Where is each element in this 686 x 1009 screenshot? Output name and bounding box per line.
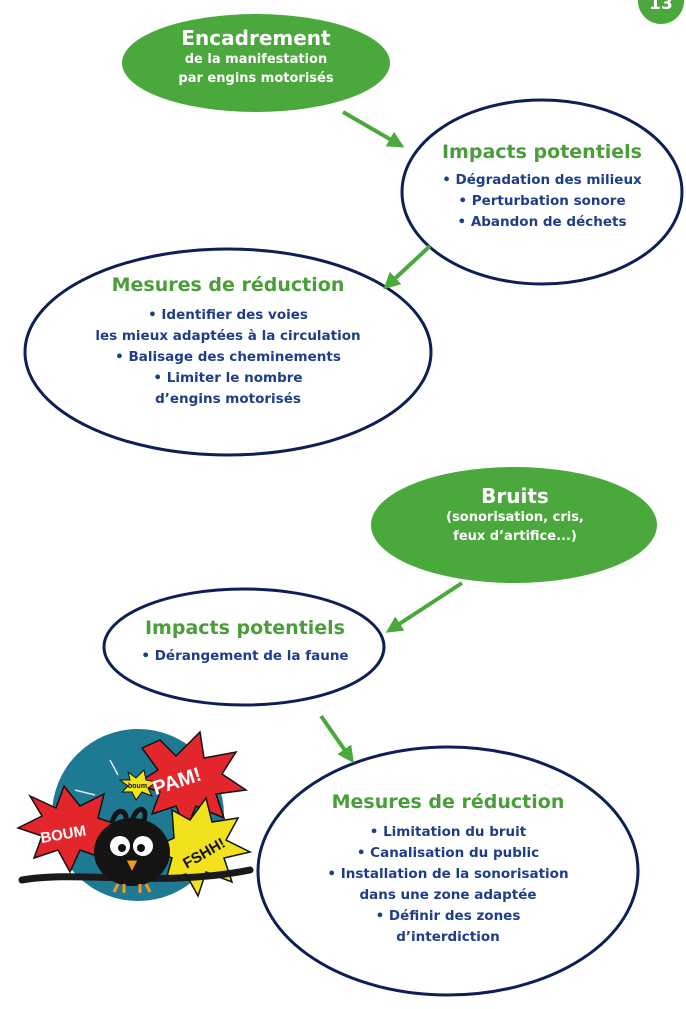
impacts-1-title: Impacts potentiels (441, 141, 642, 163)
source-2-title: Bruits (481, 484, 549, 508)
impacts-ellipse-1 (400, 98, 684, 286)
bird-body (94, 818, 170, 886)
arrow-impacts1-to-measures1 (383, 244, 432, 290)
impacts-2-item: • Dérangement de la faune (141, 648, 349, 664)
measures-2-title: Mesures de réduction (331, 791, 565, 813)
impacts-2-title: Impacts potentiels (144, 617, 345, 639)
measures-2-line: • Limitation du bruit (369, 824, 527, 840)
impacts-1-item: • Perturbation sonore (458, 193, 626, 209)
impacts-ellipse-2 (102, 587, 386, 707)
source-1-subtitle-line1: de la manifestation (184, 52, 328, 67)
measures-2-line: dans une zone adaptée (359, 887, 537, 903)
measures-1-line: d’engins motorisés (155, 391, 301, 407)
impacts-1-item: • Dégradation des milieux (442, 172, 642, 188)
arrow-source1-to-impacts1 (341, 110, 405, 148)
small-boum-burst (118, 768, 158, 801)
arrow-impacts2-to-measures2 (319, 714, 354, 764)
source-2-subtitle-line1: (sonorisation, cris, (446, 510, 584, 525)
arrow-source2-to-impacts2 (385, 581, 464, 633)
measures-2-text: Mesures de réduction • Limitation du bru… (278, 790, 618, 948)
source-2-text: Bruits (sonorisation, cris, feux d’artif… (384, 484, 646, 546)
impacts-1-item: • Abandon de déchets (457, 214, 627, 230)
page-number: 13 (649, 0, 673, 14)
source-2-subtitle-line2: feux d’artifice...) (453, 529, 577, 544)
source-ellipse-2 (371, 467, 657, 583)
measures-2-line: • Définir des zones (375, 908, 521, 924)
measures-1-text: Mesures de réduction • Identifier des vo… (40, 273, 416, 410)
impacts-1-text: Impacts potentiels • Dégradation des mil… (410, 140, 674, 233)
measures-1-title: Mesures de réduction (111, 274, 345, 296)
small-boum-word: boum (128, 783, 147, 790)
source-1-title: Encadrement (181, 26, 331, 50)
noise-illustration (16, 729, 254, 901)
measures-1-line: les mieux adaptées à la circulation (95, 328, 361, 344)
measures-1-line: • Balisage des cheminements (115, 349, 341, 365)
measures-2-line: • Canalisation du public (356, 845, 540, 861)
measures-1-line: • Identifier des voies (148, 307, 308, 323)
source-1-subtitle-line2: par engins motorisés (178, 71, 334, 86)
source-1-text: Encadrement de la manifestation par engi… (142, 26, 370, 88)
measures-1-line: • Limiter le nombre (153, 370, 303, 386)
measures-ellipse-2 (256, 745, 640, 997)
measures-2-line: • Installation de la sonorisation (327, 866, 569, 882)
impacts-2-text: Impacts potentiels • Dérangement de la f… (114, 616, 376, 667)
source-ellipse-1 (122, 14, 390, 112)
measures-ellipse-1 (23, 247, 433, 457)
measures-2-line: d’interdiction (396, 929, 500, 945)
